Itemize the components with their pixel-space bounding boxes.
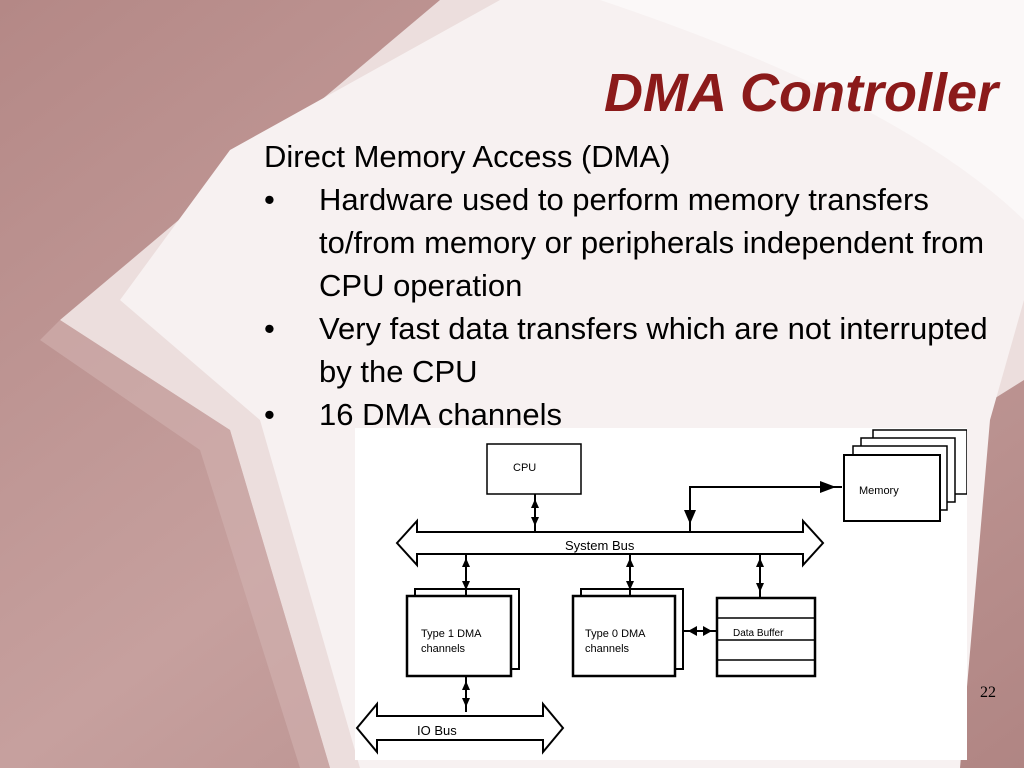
intro-text: Direct Memory Access (DMA) [264, 139, 671, 174]
type1-label-line1: Type 1 DMA [421, 628, 482, 640]
type1-io-connector [462, 676, 470, 712]
system-bus-label: System Bus [565, 538, 635, 553]
type0-dma-block: Type 0 DMA channels [571, 588, 684, 678]
data-buffer-label: Data Buffer [733, 628, 784, 639]
bullet-text: Hardware used to perform memory transfer… [319, 182, 985, 303]
bullet-item: • Very fast data transfers which are not… [264, 307, 1004, 393]
io-bus-label: IO Bus [417, 723, 457, 738]
cpu-bus-connector [531, 494, 539, 532]
dma-block-diagram: CPU Memory System Bus Type 1 DMA channel… [355, 428, 967, 760]
cpu-block: CPU [486, 443, 582, 495]
type1-bus-connector [462, 554, 470, 596]
bullet-list: • Hardware used to perform memory transf… [264, 178, 1004, 436]
type0-label-line2: channels [585, 643, 630, 655]
bullet-icon: • [264, 311, 275, 346]
type1-label-line2: channels [421, 643, 466, 655]
io-bus: IO Bus [355, 701, 565, 755]
bullet-item: • 16 DMA channels [264, 393, 1004, 436]
bullet-text: 16 DMA channels [319, 397, 562, 432]
buffer-bus-connector [756, 554, 764, 598]
bullet-icon: • [264, 397, 275, 432]
type0-label-line1: Type 0 DMA [585, 628, 646, 640]
slide-body: Direct Memory Access (DMA) • Hardware us… [264, 135, 1004, 436]
bullet-text: Very fast data transfers which are not i… [319, 311, 988, 389]
memory-bus-connector [684, 481, 842, 532]
page-number: 22 [980, 684, 996, 701]
cpu-label: CPU [513, 462, 536, 474]
bullet-item: • Hardware used to perform memory transf… [264, 178, 1004, 307]
slide-title: DMA Controller [604, 63, 998, 123]
memory-block: Memory [843, 429, 967, 522]
type0-buffer-connector [683, 626, 717, 636]
memory-label: Memory [859, 485, 899, 497]
type0-bus-connector [626, 554, 634, 596]
type1-dma-block: Type 1 DMA channels [405, 588, 520, 678]
bullet-icon: • [264, 182, 275, 217]
system-bus: System Bus [395, 518, 825, 568]
data-buffer-block: Data Buffer [715, 596, 817, 678]
